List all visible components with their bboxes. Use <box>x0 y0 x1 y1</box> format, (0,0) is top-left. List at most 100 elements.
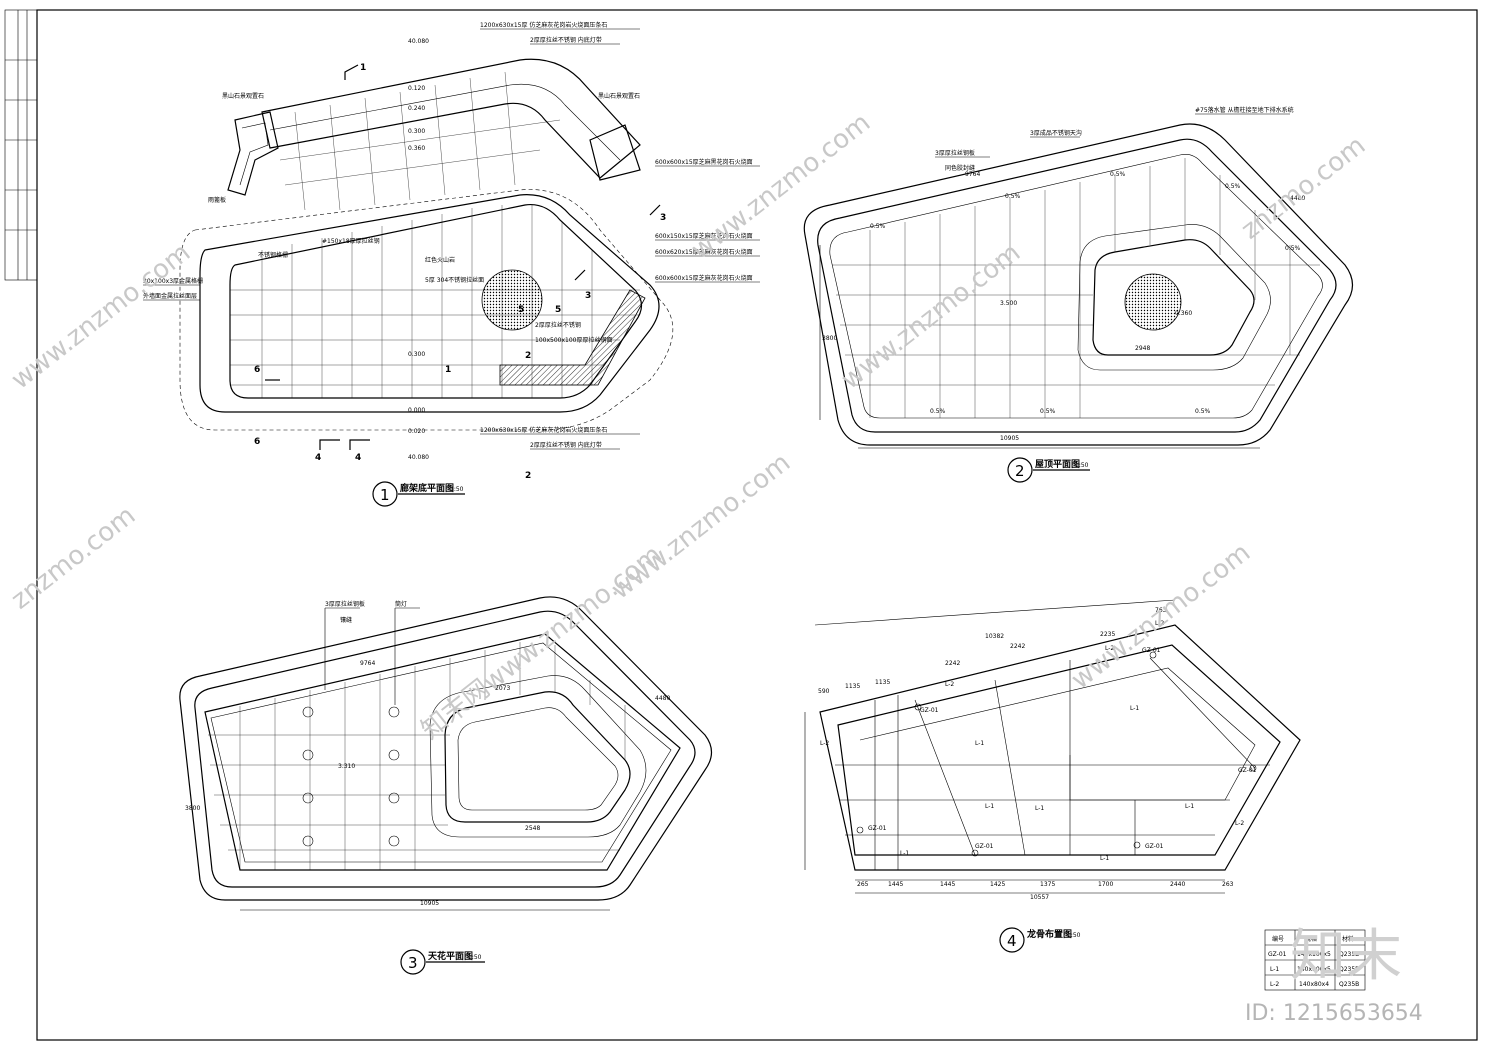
svg-text:GZ-01: GZ-01 <box>1238 767 1257 774</box>
svg-text:Q235B: Q235B <box>1339 966 1359 973</box>
svg-text:1445: 1445 <box>940 881 955 888</box>
svg-text:znzmo.com: znzmo.com <box>1236 131 1371 246</box>
svg-text:GZ-01: GZ-01 <box>1268 951 1287 958</box>
svg-text:2073: 2073 <box>495 685 510 692</box>
plan-1-outer-edge <box>199 194 660 413</box>
svg-text:10905: 10905 <box>1000 435 1019 442</box>
svg-text:600x620x15厚芝麻灰花岗石火烧面: 600x620x15厚芝麻灰花岗石火烧面 <box>655 248 753 256</box>
svg-text:规格: 规格 <box>1305 935 1317 943</box>
title-strip <box>4 9 38 281</box>
svg-text:编号: 编号 <box>1272 935 1284 943</box>
svg-text:1: 1 <box>445 365 451 375</box>
plan-3-ceiling-plan: 3厚厚拉丝钢板 镶缝 筒灯 3.310 9764 10905 4480 3800… <box>179 596 713 975</box>
member-legend-table: 编号 规格 材料 GZ-01 140x100x5 Q235B L-1 140x1… <box>1264 929 1366 991</box>
plan-1-volcanic-rock-circle <box>481 269 543 331</box>
plan-4-inner-frame <box>837 644 1281 856</box>
plan-3-grid <box>208 642 626 870</box>
plan-3-scale: 1:50 <box>468 954 482 961</box>
svg-text:1135: 1135 <box>845 683 860 690</box>
svg-text:1135: 1135 <box>875 679 890 686</box>
svg-text:1375: 1375 <box>1040 881 1055 888</box>
svg-text:2厚厚拉丝不锈钢 内底灯带: 2厚厚拉丝不锈钢 内底灯带 <box>530 36 602 44</box>
svg-text:2242: 2242 <box>1010 643 1025 650</box>
svg-text:0.5%: 0.5% <box>930 408 946 415</box>
svg-text:#150x18厚厚拉丝钢: #150x18厚厚拉丝钢 <box>322 237 380 245</box>
svg-text:L-1: L-1 <box>1185 803 1194 810</box>
svg-text:1425: 1425 <box>990 881 1005 888</box>
plan-1-upper-platform <box>261 58 641 179</box>
sheet-border <box>36 9 1478 1041</box>
plan-3-view-number-circle <box>400 949 426 975</box>
brand-logo: 知末 <box>1290 924 1402 989</box>
svg-text:L-1: L-1 <box>1270 966 1279 973</box>
image-id-label: ID: 1215653654 <box>1245 1001 1423 1026</box>
svg-text:GZ-01: GZ-01 <box>1142 647 1161 654</box>
svg-text:1200x630x15厚 仿芝麻灰花岗岩火烧面压条石: 1200x630x15厚 仿芝麻灰花岗岩火烧面压条石 <box>480 21 607 29</box>
svg-text:763: 763 <box>1155 607 1167 614</box>
svg-text:0.5%: 0.5% <box>870 223 886 230</box>
svg-text:1: 1 <box>360 63 366 73</box>
plan-2-roof-plan: 0.5% 0.5% 0.5% 0.5% 0.5% 0.5% 0.5% 0.5% … <box>803 106 1354 483</box>
svg-text:3厚厚拉丝钢板: 3厚厚拉丝钢板 <box>325 600 365 608</box>
plan-2-view-number: 2 <box>1015 462 1025 480</box>
svg-text:红色火山岩: 红色火山岩 <box>425 256 455 264</box>
svg-text:L-2: L-2 <box>1155 620 1164 627</box>
svg-text:www.znzmo.com: www.znzmo.com <box>6 238 196 396</box>
svg-text:L-1: L-1 <box>1130 705 1139 712</box>
svg-text:0.240: 0.240 <box>408 105 425 112</box>
plan-4-member-labels: L-1 L-1 L-1 L-1 L-1 L-1 L-1 L-2 L-2 L-2 … <box>820 620 1257 862</box>
svg-text:140x100x5: 140x100x5 <box>1297 966 1331 973</box>
svg-text:3厚厚拉丝钢板: 3厚厚拉丝钢板 <box>935 149 975 157</box>
svg-text:L-2: L-2 <box>820 740 829 747</box>
svg-text:黑山石景观置石: 黑山石景观置石 <box>222 92 264 100</box>
svg-text:0.5%: 0.5% <box>1005 193 1021 200</box>
plan-4-outer-frame <box>819 624 1301 871</box>
svg-text:3.500: 3.500 <box>1000 300 1017 307</box>
svg-text:L-2: L-2 <box>1270 981 1279 988</box>
svg-text:2948: 2948 <box>1135 345 1150 352</box>
plan-2-scale: 1:50 <box>1075 462 1089 469</box>
plan-1-section-marks: 1 1 2 2 3 3 4 4 5 5 6 6 <box>254 63 666 481</box>
svg-text:#75落水管 从檐柱接至地下排水系统: #75落水管 从檐柱接至地下排水系统 <box>1195 106 1294 114</box>
plan-4-bottom-dims: 265 1445 1445 1425 1375 1700 2440 263 10… <box>857 881 1234 901</box>
svg-text:40.080: 40.080 <box>408 454 429 461</box>
svg-text:1445: 1445 <box>888 881 903 888</box>
svg-text:40.080: 40.080 <box>408 38 429 45</box>
plan-3-title: 天花平面图 <box>428 950 473 962</box>
svg-text:L-1: L-1 <box>1100 855 1109 862</box>
svg-text:znzmo.com: znzmo.com <box>6 501 141 616</box>
svg-text:2: 2 <box>525 351 531 361</box>
svg-text:2厚厚拉丝不锈钢 内底灯带: 2厚厚拉丝不锈钢 内底灯带 <box>530 441 602 449</box>
svg-text:6: 6 <box>254 365 260 375</box>
plan-1-landscape-rock <box>227 111 279 196</box>
svg-text:GZ-01: GZ-01 <box>920 707 939 714</box>
plan-3-ceiling-panel <box>204 633 681 871</box>
plan-4-view-number-circle <box>999 927 1025 953</box>
plan-3-view-number: 3 <box>408 954 418 972</box>
plan-3-downlights <box>302 706 400 847</box>
plan-1-floor-plan: 40.080 0.120 0.240 0.300 0.360 0.300 0.0… <box>143 21 760 507</box>
svg-text:GZ-01: GZ-01 <box>1145 843 1164 850</box>
svg-text:L-1: L-1 <box>1035 805 1044 812</box>
svg-text:0.000: 0.000 <box>408 407 425 414</box>
svg-text:2厚厚拉丝不锈钢: 2厚厚拉丝不锈钢 <box>535 321 581 329</box>
svg-text:GZ-01: GZ-01 <box>975 843 994 850</box>
svg-text:0.300: 0.300 <box>408 128 425 135</box>
svg-text:140x100x5: 140x100x5 <box>1297 951 1331 958</box>
svg-text:2235: 2235 <box>1100 631 1115 638</box>
svg-text:4: 4 <box>315 453 321 463</box>
svg-text:www.znzmo.com: www.znzmo.com <box>1066 538 1256 696</box>
svg-text:L-2: L-2 <box>945 681 954 688</box>
svg-text:0.360: 0.360 <box>1175 310 1192 317</box>
svg-text:2440: 2440 <box>1170 881 1185 888</box>
svg-text:0.5%: 0.5% <box>1225 183 1241 190</box>
plan-2-slopes: 0.5% 0.5% 0.5% 0.5% 0.5% 0.5% 0.5% 0.5% <box>870 171 1301 415</box>
svg-text:9764: 9764 <box>965 171 980 178</box>
svg-text:3: 3 <box>585 291 591 301</box>
plan-2-circle <box>1124 273 1182 331</box>
plan-2-skylight-opening <box>1092 239 1255 356</box>
svg-text:0.020: 0.020 <box>408 428 425 435</box>
svg-text:0.360: 0.360 <box>408 145 425 152</box>
svg-text:L-1: L-1 <box>985 803 994 810</box>
